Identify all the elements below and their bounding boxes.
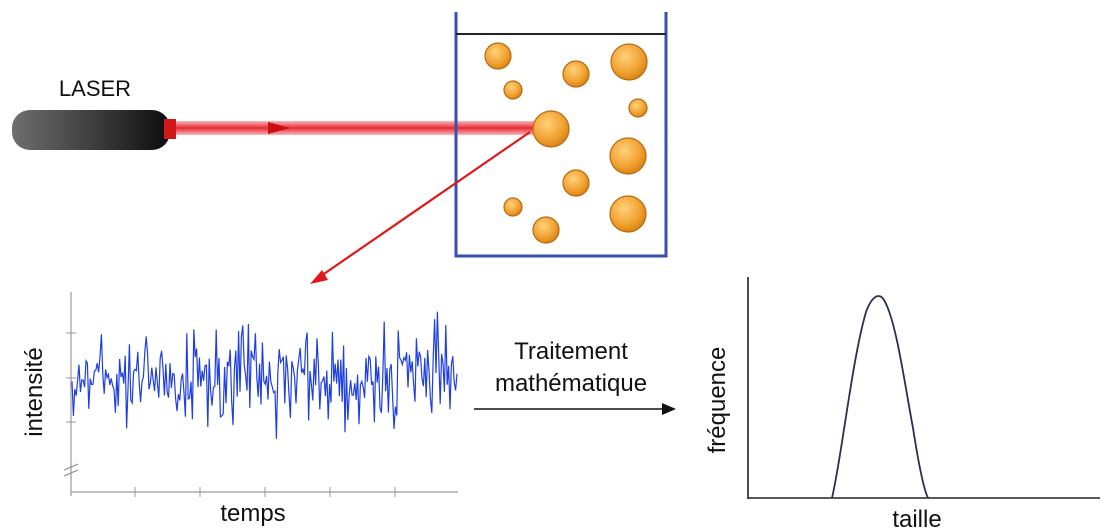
particle — [532, 216, 560, 244]
scattered-ray-arrowhead — [310, 270, 328, 284]
particles — [484, 42, 648, 244]
particle — [562, 60, 590, 88]
laser-beam — [176, 121, 546, 135]
particle — [532, 110, 570, 148]
intensity-x-ticks — [134, 487, 396, 497]
scattered-light-ray — [310, 131, 531, 284]
axis-break-mark — [63, 463, 79, 477]
sample-container — [454, 12, 668, 258]
laser-label: LASER — [59, 76, 131, 101]
particle — [609, 137, 647, 175]
particle — [628, 98, 648, 118]
particle — [609, 195, 647, 233]
intensity-axis-label: intensité — [21, 347, 48, 436]
laser-device — [12, 110, 176, 150]
size-distribution-plot: fréquence taille — [704, 277, 1100, 532]
time-axis-label: temps — [220, 500, 285, 527]
laser-aperture — [164, 119, 176, 139]
processing-step: Traitement mathématique — [474, 338, 676, 415]
particle — [610, 43, 648, 81]
laser-body — [12, 110, 170, 150]
particle — [503, 80, 523, 100]
intensity-plot: intensité temps — [21, 292, 458, 527]
beam-direction-arrow — [268, 122, 290, 134]
intensity-y-ticks — [66, 332, 76, 423]
particle — [484, 42, 512, 70]
size-distribution-curve — [831, 295, 929, 499]
processing-label-line1: Traitement — [514, 338, 628, 365]
processing-label-line2: mathématique — [495, 370, 647, 397]
intensity-signal-trace — [71, 311, 458, 439]
particle — [503, 197, 523, 217]
processing-arrowhead — [662, 403, 676, 415]
size-axis-label: taille — [892, 506, 941, 532]
particle — [562, 169, 590, 197]
frequency-axis-label: fréquence — [704, 347, 731, 454]
